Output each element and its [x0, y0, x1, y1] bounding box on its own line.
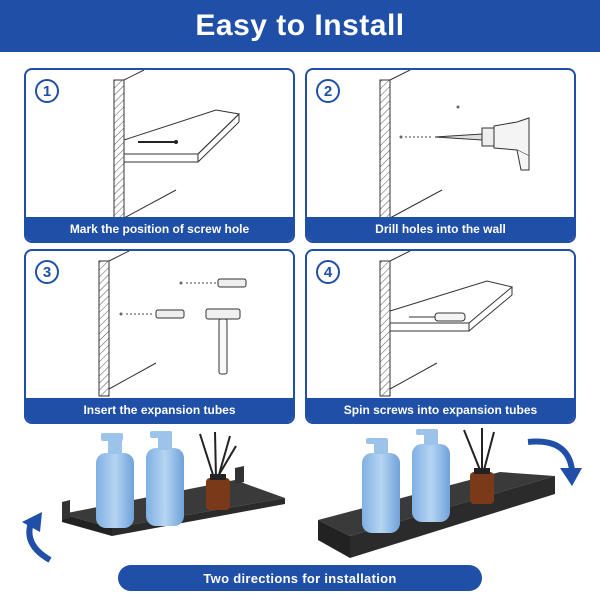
page-title: Easy to Install — [0, 0, 600, 52]
rotate-right-arrow-head-icon — [560, 468, 582, 486]
step-number: 4 — [316, 260, 340, 284]
rotate-right-arrow-icon — [527, 438, 575, 471]
step-number: 3 — [35, 260, 59, 284]
right-diffuser — [463, 428, 495, 504]
rotate-left-arrow-head-icon — [22, 512, 42, 532]
step-caption: Drill holes into the wall — [307, 217, 574, 241]
screwdriver-shelf-icon — [379, 251, 514, 397]
hammer-icon — [98, 251, 247, 397]
drill-icon — [379, 70, 530, 231]
right-bottle-2 — [412, 429, 450, 522]
left-bottle-1 — [96, 433, 134, 528]
step-caption: Spin screws into expansion tubes — [307, 398, 574, 422]
product-illustration — [22, 428, 582, 563]
step-panel-4: 4 Spin screws into expansion tubes — [305, 249, 576, 424]
left-diffuser — [199, 431, 237, 510]
wall-shelf-marking-icon — [113, 70, 241, 231]
step-panel-3: 3 Insert the expansion tubes — [24, 249, 295, 424]
step-caption: Insert the expansion tubes — [26, 398, 293, 422]
step-caption: Mark the position of screw hole — [26, 217, 293, 241]
right-bottle-1 — [362, 438, 400, 533]
step-panel-2: 2 Drill holes into the wall — [305, 68, 576, 243]
step-number: 1 — [35, 79, 59, 103]
step-panel-1: 1 Mark the position of screw hole — [24, 68, 295, 243]
step-number: 2 — [316, 79, 340, 103]
installation-directions-label: Two directions for installation — [118, 565, 482, 591]
left-bottle-2 — [146, 431, 184, 526]
